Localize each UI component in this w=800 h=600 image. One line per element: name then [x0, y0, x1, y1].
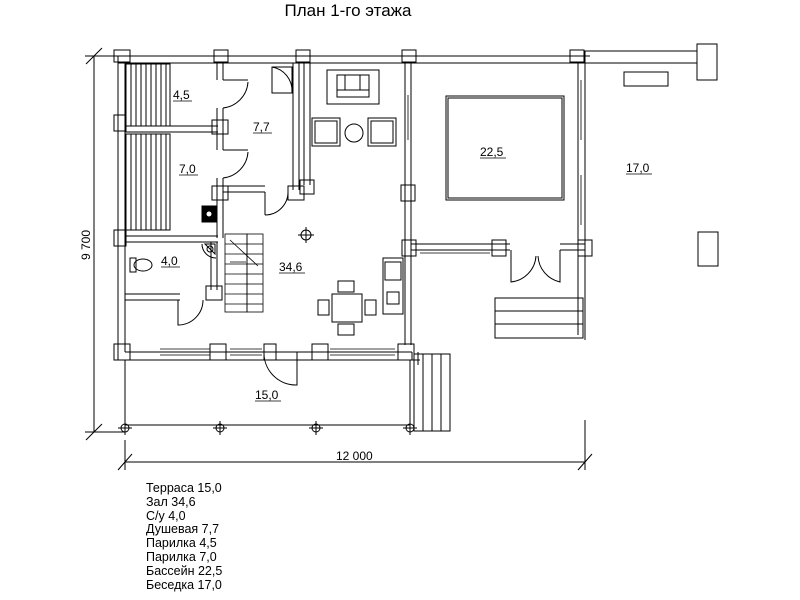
sauna-stove — [201, 205, 217, 223]
dining-table — [317, 280, 377, 336]
pool-steps — [494, 297, 584, 339]
plan-title: План 1-го этажа — [284, 1, 412, 20]
pool-basin — [445, 95, 565, 201]
dimension-width-label: 12 000 — [336, 449, 373, 463]
room-label-gazebo: 17,0 — [626, 161, 650, 175]
legend-item: Беседка 17,0 — [146, 577, 222, 592]
room-label-steam2: 7,0 — [179, 162, 196, 176]
room-label-pool: 22,5 — [480, 145, 504, 159]
gazebo — [584, 43, 719, 340]
dimension-height-label: 9 700 — [79, 230, 93, 260]
room-label-shower: 7,7 — [253, 120, 270, 134]
staircase — [224, 233, 264, 313]
fireplace — [326, 69, 380, 105]
room-legend: Терраса 15,0 Зал 34,6 С/у 4,0 Душевая 7,… — [146, 481, 223, 592]
legend-item: Зал 34,6 — [146, 494, 196, 509]
sauna-benches — [125, 63, 171, 231]
room-label-steam1: 4,5 — [173, 88, 190, 102]
dimension-lines — [85, 47, 593, 471]
terrace-posts — [118, 421, 417, 435]
lounge-furniture — [311, 117, 397, 147]
toilet — [129, 243, 216, 273]
room-label-wc: 4,0 — [161, 254, 178, 268]
interior-walls — [125, 63, 585, 345]
entry-steps — [413, 353, 451, 432]
legend-item: Парилка 7,0 — [146, 549, 217, 564]
ceiling-light — [298, 227, 314, 243]
legend-item: Душевая 7,7 — [146, 522, 220, 537]
page-title: План 1-го этажа — [0, 0, 800, 22]
room-label-hall: 34,6 — [279, 260, 303, 274]
legend-item: Терраса 15,0 — [146, 481, 222, 495]
kitchen-unit — [382, 257, 404, 315]
terrace — [124, 352, 419, 426]
legend-item: Парилка 4,5 — [146, 536, 217, 551]
legend-item: С/у 4,0 — [146, 508, 186, 523]
doors — [177, 66, 561, 386]
room-label-terrace: 15,0 — [255, 388, 279, 402]
legend-item: Бассейн 22,5 — [146, 563, 223, 578]
